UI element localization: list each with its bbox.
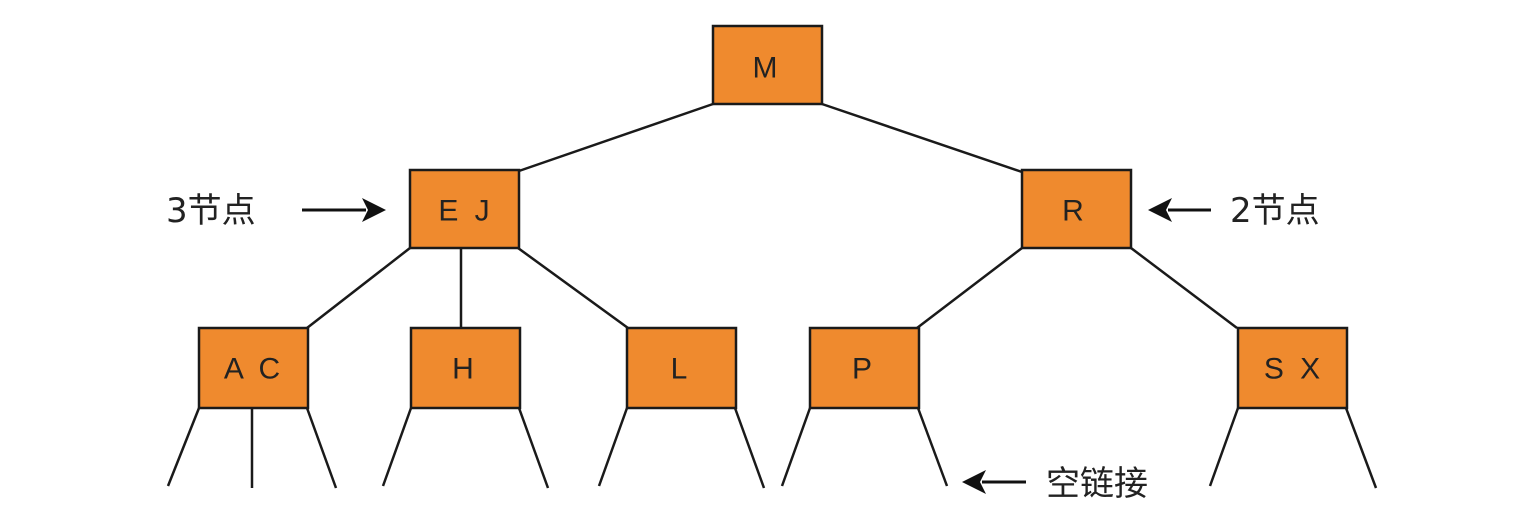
- null-link: [916, 407, 949, 487]
- null-link: [597, 407, 629, 487]
- node-ac: A C: [197, 326, 310, 410]
- edge-m-r: [821, 102, 1023, 174]
- node-label: R: [1062, 195, 1088, 228]
- arrow-head-icon: [1148, 198, 1172, 222]
- edge-ej-ac: [306, 247, 411, 329]
- node-label: A C: [224, 353, 284, 386]
- edge-ej-l: [517, 246, 629, 330]
- null-link: [1208, 407, 1240, 487]
- node-label: E J: [438, 195, 493, 228]
- node-r: R: [1020, 168, 1133, 250]
- null-link: [166, 407, 201, 487]
- node-box: [197, 326, 310, 410]
- null-link: [305, 407, 338, 489]
- node-l: L: [625, 326, 738, 410]
- edge-m-ej: [515, 102, 714, 174]
- arrow-head-icon: [962, 470, 986, 494]
- edge-r-sx: [1130, 247, 1238, 329]
- null-link: [780, 407, 812, 487]
- node-h: H: [409, 326, 522, 410]
- node-box: [711, 24, 824, 106]
- null-link: [381, 407, 413, 487]
- null-link: [1344, 407, 1378, 489]
- node-box: [808, 326, 921, 410]
- node-ej: E J: [408, 168, 521, 250]
- annotation-two-node: 2节点: [1148, 191, 1320, 231]
- node-sx: S X: [1236, 326, 1349, 410]
- node-label: H: [452, 353, 478, 386]
- null-links: [166, 407, 1378, 489]
- node-box: [408, 168, 521, 250]
- edge-r-p: [916, 247, 1023, 329]
- node-box: [1236, 326, 1349, 410]
- tree-edges: [306, 102, 1238, 330]
- node-label: L: [671, 353, 692, 386]
- null-link: [733, 407, 766, 489]
- node-box: [409, 326, 522, 410]
- annotation-three-node: 3节点: [166, 191, 386, 231]
- annotation-label: 3节点: [166, 191, 256, 231]
- arrow-head-icon: [362, 198, 386, 222]
- node-box: [625, 326, 738, 410]
- node-label: S X: [1264, 353, 1324, 386]
- annotation-label: 2节点: [1230, 191, 1320, 231]
- node-label: P: [852, 353, 876, 386]
- null-link: [517, 407, 550, 489]
- node-label: M: [753, 52, 782, 85]
- node-p: P: [808, 326, 921, 410]
- node-box: [1020, 168, 1133, 250]
- node-m: M: [711, 24, 824, 106]
- annotation-null-link: 空链接: [962, 464, 1148, 504]
- annotation-label: 空链接: [1046, 464, 1148, 504]
